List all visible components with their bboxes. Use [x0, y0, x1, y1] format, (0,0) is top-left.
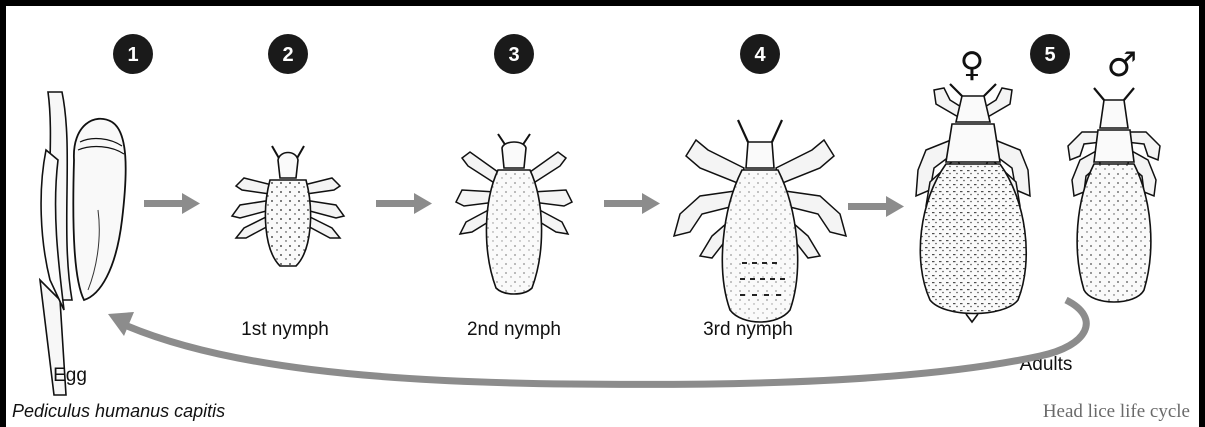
arrow-1st-to-2nd-nymph [376, 193, 432, 214]
arrow-egg-to-1st-nymph [144, 193, 200, 214]
species-name: Pediculus humanus capitis [12, 401, 225, 421]
stage-2-label: 1st nymph [241, 319, 329, 340]
stage-2-number: 2 [282, 44, 293, 66]
first-nymph-illustration [232, 146, 344, 266]
stage-4-label: 3rd nymph [703, 319, 793, 340]
stage-1-number: 1 [127, 44, 138, 66]
adult-male-illustration [1068, 88, 1160, 302]
stage-5-number: 5 [1044, 44, 1055, 66]
stage-5-badge: 5 [1030, 34, 1070, 74]
stage-3-number: 3 [508, 44, 519, 66]
stage-1-label: Egg [53, 365, 87, 386]
female-symbol: ♀ [960, 45, 985, 85]
stage-4-number: 4 [754, 44, 766, 66]
arrow-2nd-to-3rd-nymph [604, 193, 660, 214]
male-symbol: ♂ [1107, 45, 1137, 85]
third-nymph-illustration [674, 120, 846, 322]
stage-3-badge: 3 [494, 34, 534, 74]
stage-2-badge: 2 [268, 34, 308, 74]
stage-3-label: 2nd nymph [467, 319, 561, 340]
stage-4-badge: 4 [740, 34, 780, 74]
diagram-caption: Head lice life cycle [1043, 401, 1190, 422]
stage-1-badge: 1 [113, 34, 153, 74]
return-arrow-adults-to-egg [108, 300, 1086, 384]
arrow-3rd-nymph-to-adults [848, 196, 904, 217]
adult-female-illustration [916, 84, 1030, 322]
egg-illustration [40, 92, 126, 395]
second-nymph-illustration [456, 134, 572, 294]
